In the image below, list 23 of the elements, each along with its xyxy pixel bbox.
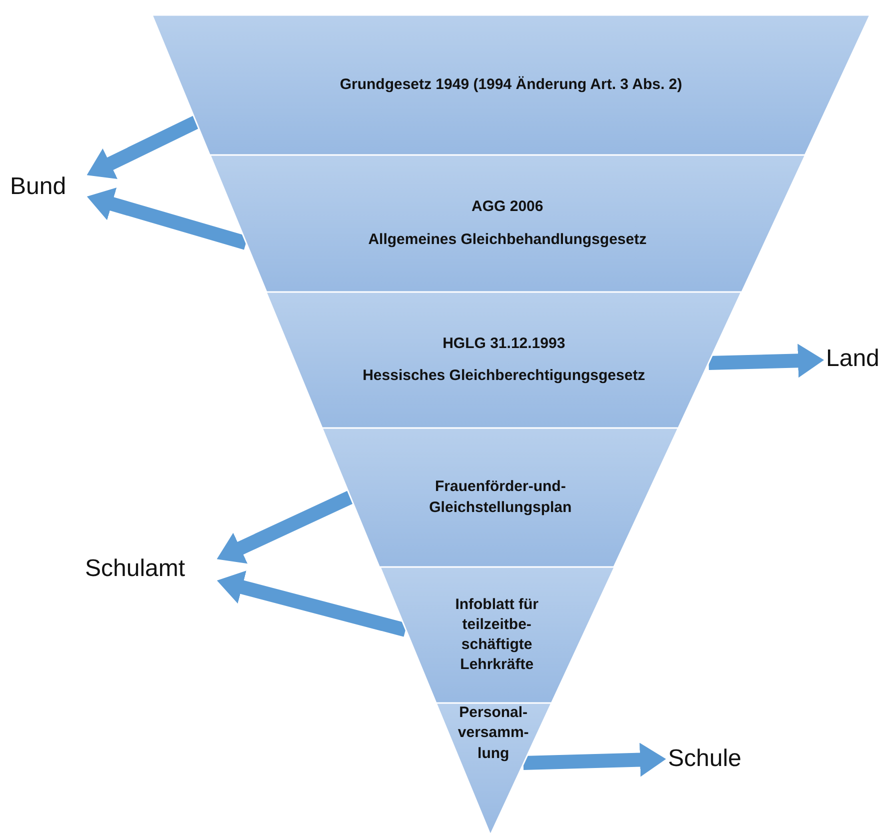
tier-text: Personal- versamm- lung	[456, 703, 530, 764]
tier-text: Frauenförder-und- Gleichstellungsplan	[428, 477, 573, 518]
pyramid-tier	[210, 155, 806, 292]
block-arrow	[216, 570, 408, 637]
block-arrow	[86, 188, 248, 250]
pyramid-tier	[152, 15, 870, 155]
block-arrow	[708, 344, 824, 378]
pyramid-tier	[266, 292, 742, 428]
tier-text: Allgemeines Gleichbehandlungsgesetz	[368, 230, 647, 250]
tier-text: HGLG 31.12.1993	[442, 334, 566, 354]
block-arrow	[86, 116, 200, 180]
tier-text: Grundgesetz 1949 (1994 Änderung Art. 3 Abs. 2)	[340, 74, 682, 95]
pyramid-tier	[436, 703, 552, 835]
pyramid-tier	[322, 428, 679, 567]
tier-text: AGG 2006	[472, 197, 544, 218]
block-arrow	[216, 490, 354, 564]
tier-text: Hessisches Gleichberechtigungsgesetz	[362, 366, 646, 386]
level-label: Land	[826, 342, 880, 376]
level-label: Bund	[10, 170, 66, 204]
level-label: Schulamt	[85, 552, 186, 586]
level-label: Schule	[668, 742, 742, 776]
tier-text: Infoblatt für teilzeitbe- schäftigte Lehrkräfte	[454, 594, 540, 676]
block-arrow	[523, 742, 666, 777]
